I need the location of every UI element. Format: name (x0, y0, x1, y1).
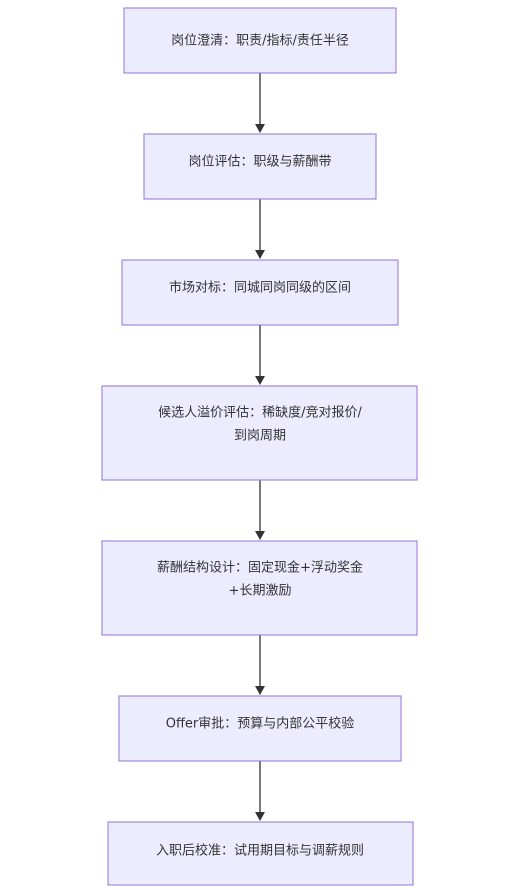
node-box (143, 133, 377, 200)
edge-step6-to-step7 (255, 761, 265, 821)
flow-node-step-7: 入职后校准：试用期目标与调薪规则 (107, 821, 414, 886)
node-label-line-2: +长期激励 (229, 584, 292, 599)
flow-node-step-1: 岗位澄清：职责/指标/责任半径 (123, 7, 397, 74)
node-label-line-1: 薪酬结构设计：固定现金+浮动奖金 (157, 560, 363, 576)
node-box (101, 385, 418, 481)
edge-step3-to-step4 (255, 325, 265, 385)
node-box (121, 259, 399, 326)
node-box (101, 540, 418, 636)
node-label: 市场对标：同城同岗同级的区间 (169, 280, 351, 296)
edge-step2-to-step3 (255, 199, 265, 259)
node-label: 岗位澄清：职责/指标/责任半径 (171, 34, 349, 49)
node-box (123, 7, 397, 74)
edge-step4-to-step5 (255, 480, 265, 540)
edge-step5-to-step6 (255, 635, 265, 695)
flow-node-step-2: 岗位评估：职级与薪酬带 (143, 133, 377, 200)
node-label: 岗位评估：职级与薪酬带 (188, 155, 331, 170)
node-label: 入职后校准：试用期目标与调薪规则 (156, 843, 364, 859)
node-label: Offer审批：预算与内部公平校验 (166, 716, 355, 732)
flow-node-step-4: 候选人溢价评估：稀缺度/竞对报价/ 到岗周期 (101, 385, 418, 481)
flow-node-step-6: Offer审批：预算与内部公平校验 (118, 695, 402, 762)
flow-edges (255, 73, 265, 821)
node-box (107, 821, 414, 886)
flow-node-step-5: 薪酬结构设计：固定现金+浮动奖金 +长期激励 (101, 540, 418, 636)
node-label-line-2: 到岗周期 (234, 429, 286, 444)
node-box (118, 695, 402, 762)
flow-node-step-3: 市场对标：同城同岗同级的区间 (121, 259, 399, 326)
node-label-line-1: 候选人溢价评估：稀缺度/竞对报价/ (158, 405, 362, 421)
edge-step1-to-step2 (255, 73, 265, 133)
